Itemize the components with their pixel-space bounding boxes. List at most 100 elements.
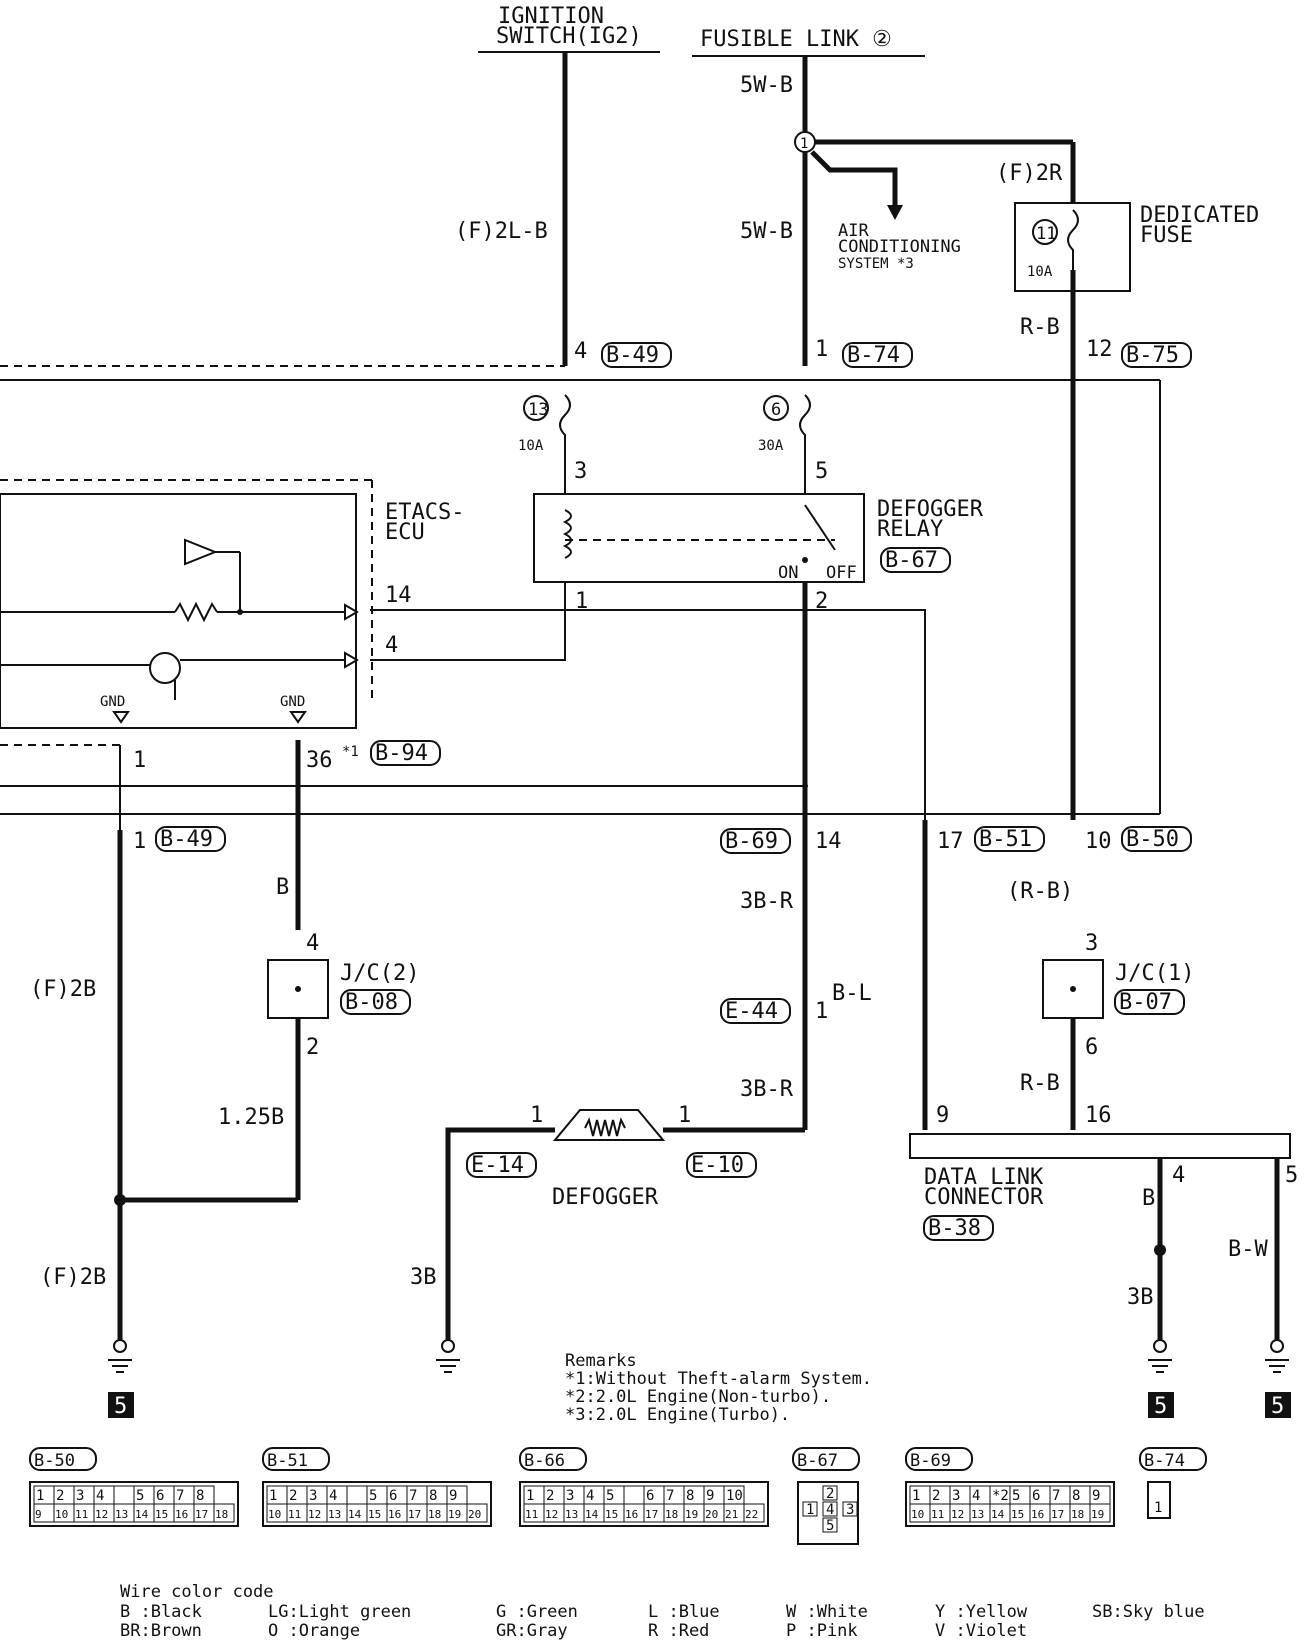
pin-label: 15 <box>155 1508 168 1521</box>
pin-label: 13 <box>971 1508 984 1521</box>
svg-text:3B-R: 3B-R <box>740 889 794 914</box>
pin-label: 1 <box>912 1488 920 1504</box>
pin-label: 2 <box>56 1488 64 1504</box>
pin-label: 1 <box>36 1488 44 1504</box>
svg-text:1.25B: 1.25B <box>218 1105 284 1130</box>
pin-label: 1 <box>806 1502 814 1518</box>
pin-label: 4 <box>329 1488 337 1504</box>
pin-label: 14 <box>135 1508 149 1521</box>
wire-2lb-label: (F)2L-B <box>455 219 548 244</box>
svg-text:B-51: B-51 <box>979 827 1032 852</box>
pin-label: 15 <box>368 1508 381 1521</box>
svg-text:B: B <box>1142 1186 1155 1211</box>
svg-text:CONDITIONING: CONDITIONING <box>838 237 961 257</box>
svg-text:5: 5 <box>114 1394 127 1419</box>
svg-text:SYSTEM *3: SYSTEM *3 <box>838 256 914 272</box>
pin-label: 16 <box>1031 1508 1044 1521</box>
pin-label: 2 <box>932 1488 940 1504</box>
pin-label: 2 <box>546 1488 554 1504</box>
svg-text:3B-R: 3B-R <box>740 1077 794 1102</box>
pin-label: 7 <box>176 1488 184 1504</box>
pin-label: 11 <box>288 1508 301 1521</box>
ground-tag: 5 <box>1265 1392 1291 1419</box>
svg-text:(F)2B: (F)2B <box>40 1265 106 1290</box>
svg-text:B-75: B-75 <box>1126 343 1179 368</box>
svg-text:DEFOGGER: DEFOGGER <box>877 497 984 522</box>
pin-label: 6 <box>1032 1488 1040 1504</box>
svg-text:B-69: B-69 <box>725 829 778 854</box>
pin-label: 15 <box>1011 1508 1024 1521</box>
pin-label: 17 <box>1051 1508 1064 1521</box>
svg-text:*1: *1 <box>342 744 359 760</box>
pin-label: 8 <box>196 1488 204 1504</box>
color-code-entry: LG:Light green <box>268 1602 411 1622</box>
pin-label: 8 <box>429 1488 437 1504</box>
svg-text:RELAY: RELAY <box>877 517 943 542</box>
svg-text:B-L: B-L <box>832 981 872 1006</box>
svg-text:14: 14 <box>385 583 412 608</box>
color-code-entry: Y :Yellow <box>935 1602 1028 1622</box>
pin-label: 3 <box>309 1488 317 1504</box>
connector-face-label: B-66 <box>524 1451 565 1471</box>
defogger-relay-box <box>533 493 865 583</box>
color-code-entry: R :Red <box>648 1621 709 1640</box>
color-code-title: Wire color code <box>120 1582 274 1602</box>
pin-label: 18 <box>665 1508 678 1521</box>
svg-text:(F)2R: (F)2R <box>996 161 1063 186</box>
svg-text:4: 4 <box>1172 1163 1185 1188</box>
pin-label: 4 <box>96 1488 104 1504</box>
pin-label: 6 <box>389 1488 397 1504</box>
pin-label: 5 <box>369 1488 377 1504</box>
pin-label: 6 <box>646 1488 654 1504</box>
connector-b07: B-07 <box>1114 989 1185 1015</box>
relay-switch-icon <box>804 504 836 551</box>
pin-label: 11 <box>75 1508 88 1521</box>
svg-text:36: 36 <box>306 748 333 773</box>
svg-text:1: 1 <box>678 1103 691 1128</box>
ground-icon <box>1265 1339 1289 1373</box>
color-code-entry: W :White <box>786 1602 868 1622</box>
pin-label: 16 <box>175 1508 188 1521</box>
pin-label: 10 <box>55 1508 68 1521</box>
svg-text:5: 5 <box>1271 1394 1284 1419</box>
connector-b08: B-08 <box>340 989 411 1015</box>
svg-text:CONNECTOR: CONNECTOR <box>924 1185 1044 1210</box>
ignition-switch-label: IGNITION <box>498 4 604 29</box>
pin-label: 9 <box>706 1488 714 1504</box>
pin-label: 5 <box>1012 1488 1020 1504</box>
svg-text:DEDICATED: DEDICATED <box>1140 203 1259 228</box>
svg-text:5: 5 <box>1154 1394 1167 1419</box>
svg-text:OFF: OFF <box>826 563 857 583</box>
ground-tag: 5 <box>108 1392 134 1419</box>
connector-face-label: B-67 <box>797 1451 838 1471</box>
color-code-entry: O :Orange <box>268 1621 360 1640</box>
pin-label: 19 <box>1091 1508 1104 1521</box>
pin-label: 18 <box>428 1508 441 1521</box>
relay-coil-icon <box>562 509 572 559</box>
svg-text:J/C(2): J/C(2) <box>340 961 419 986</box>
svg-text:1: 1 <box>575 589 588 614</box>
fuse-13-icon <box>559 394 571 445</box>
color-code-entry: B :Black <box>120 1602 202 1622</box>
svg-text:FUSE: FUSE <box>1140 223 1193 248</box>
color-code-entry: P :Pink <box>786 1621 858 1640</box>
svg-text:AIR: AIR <box>838 221 869 241</box>
svg-text:B-50: B-50 <box>1126 827 1179 852</box>
pin-label: 13 <box>328 1508 341 1521</box>
svg-text:5: 5 <box>815 459 828 484</box>
connector-e14: E-14 <box>466 1152 537 1178</box>
svg-text:12: 12 <box>1086 337 1113 362</box>
pin-label: 14 <box>991 1508 1005 1521</box>
fuse-11-icon <box>1067 209 1079 270</box>
svg-text:1: 1 <box>133 829 146 854</box>
pin-label: 7 <box>666 1488 674 1504</box>
connector-b67-tag: B-67 <box>880 547 951 573</box>
pin-label: 22 <box>745 1508 758 1521</box>
pin-label: 21 <box>725 1508 738 1521</box>
connector-b49-top: B-49 <box>601 342 672 368</box>
connector-e10: E-10 <box>686 1152 757 1178</box>
